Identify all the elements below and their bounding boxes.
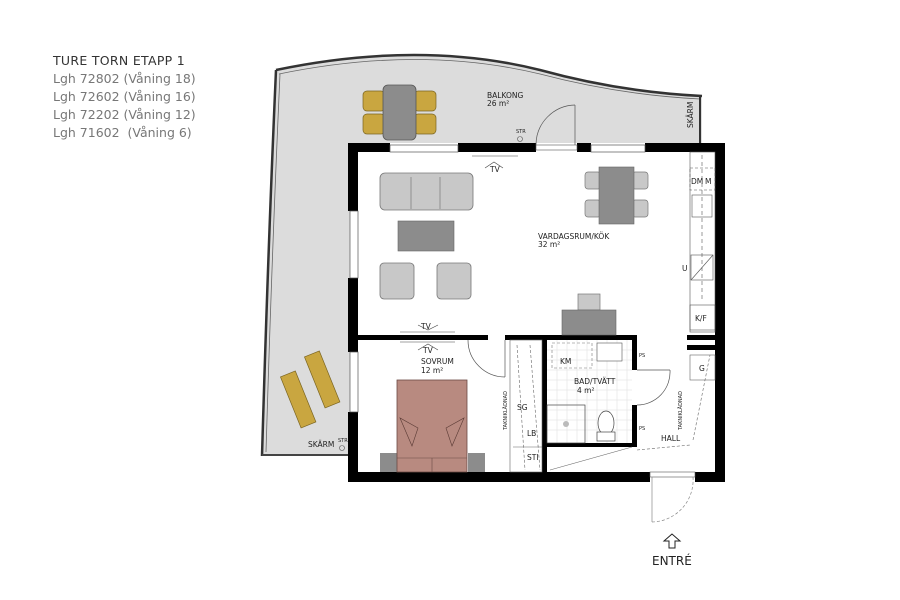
lb-label: LB	[527, 429, 536, 438]
km-label: KM	[560, 357, 571, 366]
tv-label: TV	[420, 322, 432, 331]
g-label: G	[699, 364, 705, 373]
oven-label: U	[682, 264, 688, 273]
microwave-label: M	[705, 177, 711, 186]
dishwasher-label: DM	[691, 177, 703, 186]
screen-label: SKÄRM	[686, 102, 695, 128]
bath-area: 4 m²	[577, 386, 594, 395]
unit-line: Lgh 72202 (Våning 12)	[53, 107, 196, 122]
entrance-arrow-icon	[662, 533, 682, 549]
balcony-door	[535, 104, 578, 151]
unit-line: Lgh 72602 (Våning 16)	[53, 89, 196, 104]
bedroom-door	[467, 339, 506, 378]
fridge-label: K/F	[695, 314, 707, 323]
ps-label: PS	[639, 353, 645, 359]
interior-walls	[358, 335, 715, 472]
tv-symbols	[400, 155, 518, 351]
kitchen-counter	[689, 151, 716, 333]
ps-label: PS	[639, 426, 645, 432]
bedroom-area: 12 m²	[421, 366, 443, 375]
tv-label: TV	[489, 165, 501, 174]
balcony-label: BALKONG	[487, 91, 523, 100]
bathroom	[546, 340, 632, 444]
hall-label: HALL	[661, 434, 681, 443]
screen-label: SKÄRM	[308, 440, 334, 449]
unit-line: Lgh 71602 (Våning 6)	[53, 125, 192, 140]
balcony-area: 26 m²	[487, 99, 509, 108]
tv-label: TV	[422, 346, 434, 355]
deck-chairs	[280, 350, 341, 429]
sg-label: SG	[517, 403, 528, 412]
project-header: TURE TORN ETAPP 1 Lgh 72802 (Våning 18) …	[53, 52, 196, 142]
outer-walls	[348, 143, 725, 482]
bath-label: BAD/TVÄTT	[574, 377, 616, 386]
takniklad-label: TAKNIKLÅDNAD	[502, 391, 509, 431]
bedroom-furniture	[380, 379, 485, 473]
bedroom-label: SOVRUM	[421, 357, 454, 366]
windows	[349, 144, 646, 413]
takniklad-label: TAKNIKLÅDNAD	[677, 391, 684, 431]
project-title: TURE TORN ETAPP 1	[53, 53, 186, 68]
hall-wardrobe	[549, 354, 716, 471]
entrance-label: ENTRÉ	[652, 553, 692, 568]
unit-line: Lgh 72802 (Våning 18)	[53, 71, 196, 86]
storage-label: STR	[516, 129, 526, 135]
living-area: 32 m²	[538, 240, 560, 249]
sti-label: STI	[527, 453, 539, 462]
storage-label: STR	[338, 438, 348, 444]
living-furniture	[379, 166, 649, 336]
balcony-dining-set	[362, 84, 437, 141]
closets	[509, 339, 543, 473]
living-label: VARDAGSRUM/KÖK	[538, 232, 610, 241]
entrance-door	[649, 471, 696, 523]
bath-door	[636, 369, 671, 406]
